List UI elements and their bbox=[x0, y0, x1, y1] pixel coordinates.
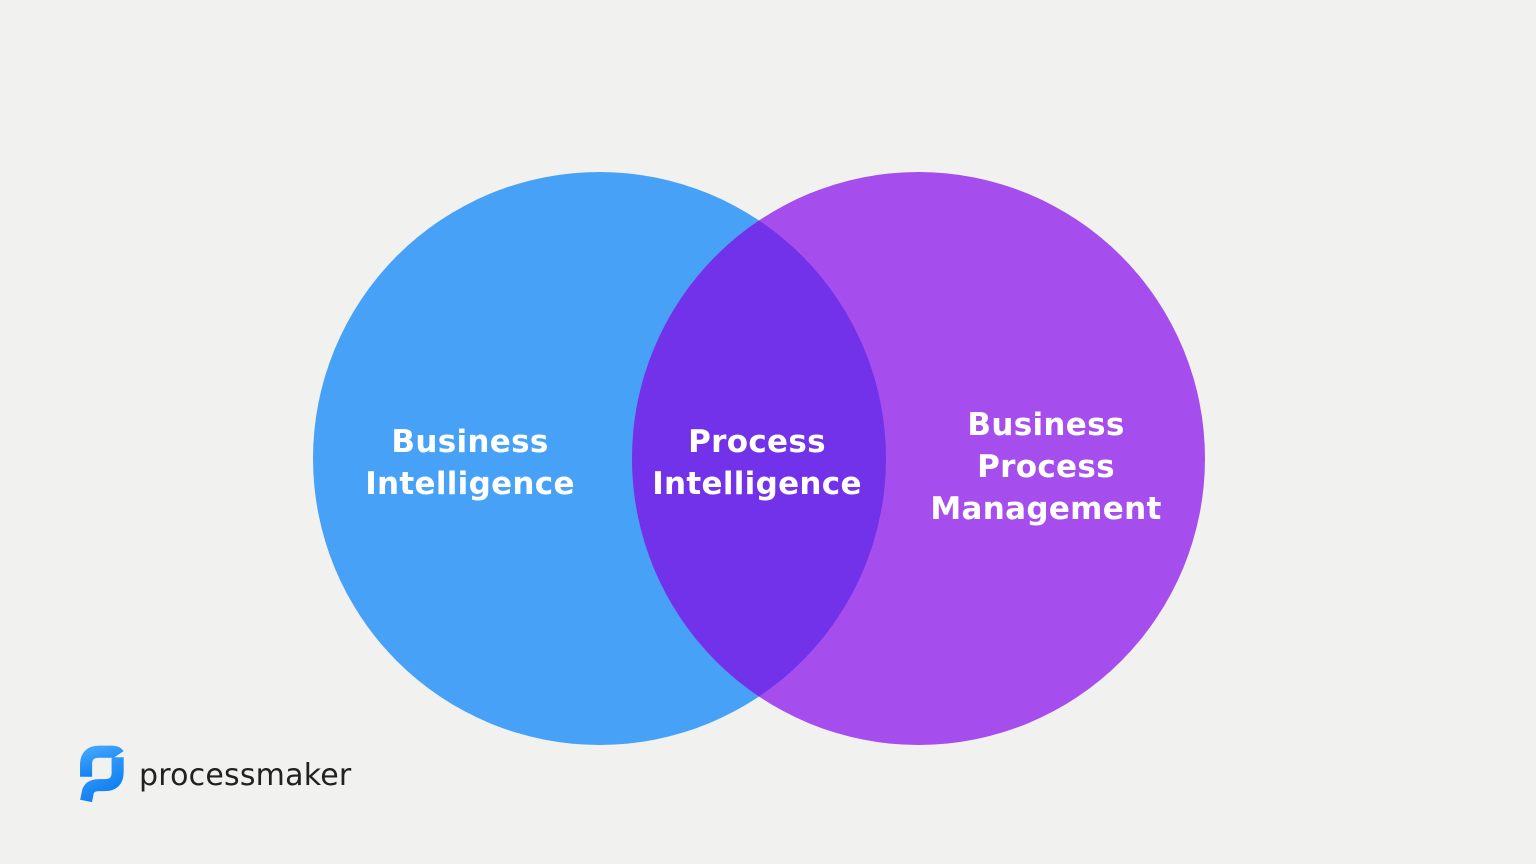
processmaker-logo: processmaker bbox=[74, 743, 351, 805]
left-set-label-line1: Business bbox=[391, 424, 549, 460]
right-set-label-line1: Business bbox=[967, 407, 1125, 443]
overlap-label: Process Intelligence bbox=[597, 421, 917, 505]
left-set-label: Business Intelligence bbox=[310, 421, 630, 505]
right-set-label: Business Process Management bbox=[886, 404, 1206, 530]
left-set-label-line2: Intelligence bbox=[365, 466, 575, 502]
overlap-label-line2: Intelligence bbox=[652, 466, 862, 502]
overlap-label-line1: Process bbox=[688, 424, 826, 460]
right-set-label-line2: Process bbox=[977, 449, 1115, 485]
right-set-label-line3: Management bbox=[930, 491, 1162, 527]
processmaker-logo-wordmark: processmaker bbox=[139, 758, 352, 793]
processmaker-logo-icon bbox=[80, 745, 124, 803]
venn-overlap-lens bbox=[632, 172, 886, 745]
